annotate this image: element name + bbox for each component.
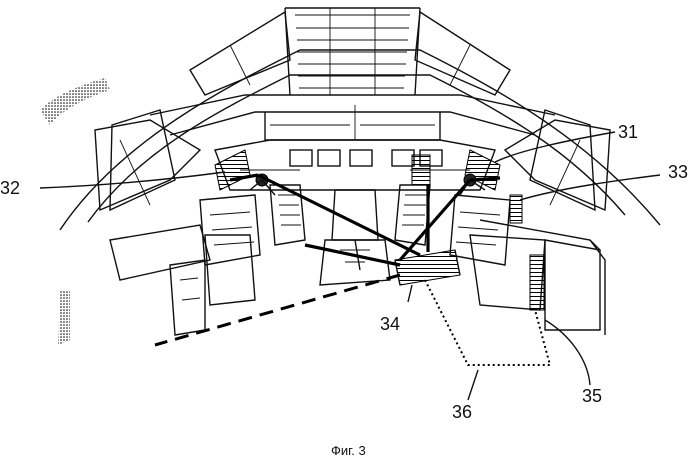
label-33: 33 <box>668 162 688 182</box>
label-36: 36 <box>452 402 472 422</box>
leader-lines <box>39 131 661 401</box>
label-31: 31 <box>618 122 638 142</box>
connection-lines <box>154 173 552 366</box>
lower-consoles <box>109 194 606 336</box>
label-35: 35 <box>582 386 602 406</box>
label-32: 32 <box>0 178 20 198</box>
figure-caption: Фиг. 3 <box>331 443 366 458</box>
label-34: 34 <box>380 314 400 334</box>
cockpit-canopy <box>40 7 661 345</box>
